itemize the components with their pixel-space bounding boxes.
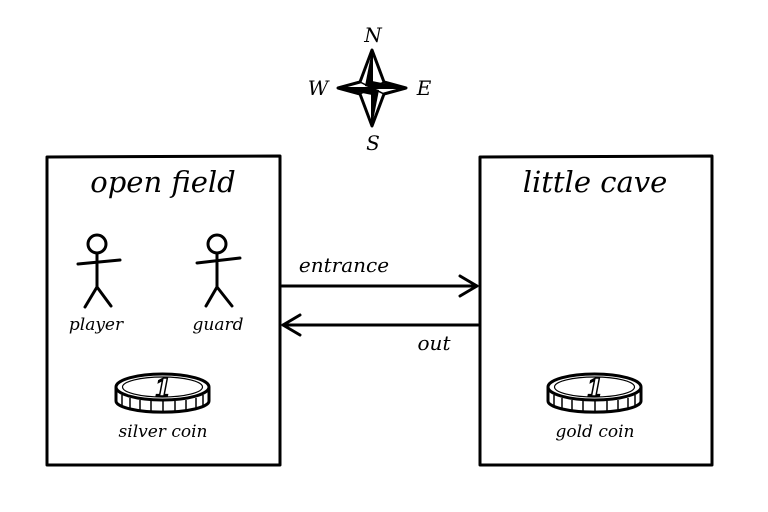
compass-north-label: N	[363, 23, 383, 47]
exit-label-out: out	[418, 331, 452, 355]
item-label-gold-coin: gold coin	[556, 422, 635, 442]
silver-coin-icon: 1	[114, 372, 211, 414]
compass-east-label: E	[416, 76, 432, 100]
room-open-field-title: open field	[90, 165, 235, 199]
character-label-player: player	[69, 315, 124, 335]
exit-entrance: entrance	[280, 253, 479, 298]
silver-coin-face: 1	[155, 373, 172, 402]
character-label-guard: guard	[193, 315, 244, 335]
room-little-cave-box	[478, 154, 714, 467]
room-little-cave: little cave 1 gold coin	[478, 154, 714, 467]
player-figure-icon	[76, 233, 122, 309]
item-label-silver-coin: silver coin	[119, 422, 208, 442]
exit-label-entrance: entrance	[299, 253, 389, 277]
room-little-cave-title: little cave	[523, 165, 668, 199]
room-open-field-box	[45, 154, 282, 467]
gold-coin-icon: 1	[546, 372, 643, 414]
compass-rose: N S E W	[308, 23, 432, 155]
out-arrow	[281, 313, 480, 337]
compass-south-label: S	[366, 131, 380, 155]
entrance-arrow	[280, 274, 479, 298]
compass-star-icon	[336, 48, 408, 128]
compass-west-label: W	[308, 76, 330, 100]
room-open-field: open field player guard 1 silver coin	[45, 154, 282, 467]
guard-figure-icon	[195, 233, 242, 308]
exit-out: out	[281, 313, 480, 355]
gold-coin-face: 1	[587, 373, 604, 402]
